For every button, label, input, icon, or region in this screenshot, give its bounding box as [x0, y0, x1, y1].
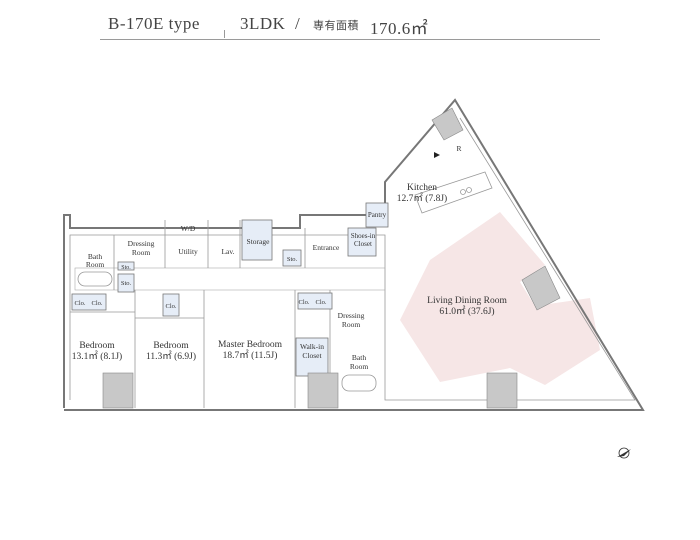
entry-arrow-icon — [434, 152, 440, 158]
storage-closet — [241, 219, 273, 261]
header-rule — [100, 39, 600, 40]
clo-pair-1 — [71, 293, 107, 311]
bedroom-area: 11.3㎡ (6.9J) — [146, 351, 196, 362]
column — [521, 265, 561, 311]
header-separator: / — [295, 14, 301, 33]
north-arrow-icon — [617, 447, 631, 459]
corridor — [74, 267, 386, 291]
kitchen-area: 12.7㎡ (7.8J) — [397, 193, 447, 204]
bathtub-icon — [77, 271, 113, 287]
shoes-in-closet — [347, 227, 377, 257]
walk-in-closet-label: Walk-in — [300, 342, 324, 351]
sto-closet — [282, 249, 302, 267]
column — [486, 372, 518, 409]
sto-label: Sto. — [121, 280, 132, 287]
column — [431, 107, 464, 141]
closet-label: Clo. — [74, 300, 85, 307]
entrance-label: Entrance — [313, 243, 340, 252]
column — [307, 372, 339, 409]
closet-label: Clo. — [298, 299, 309, 306]
closet-label: Clo. — [91, 300, 102, 307]
refrigerator-label: R — [456, 144, 461, 153]
bedroom-label: Bedroom — [79, 341, 115, 351]
storage-label: Storage — [247, 237, 271, 246]
area-value: 170.6㎡ — [370, 19, 429, 38]
bath-room-label: Bath — [88, 252, 102, 261]
bedroom-area: 13.1㎡ (8.1J) — [72, 351, 122, 362]
bath-room-label: Bath — [352, 353, 366, 362]
walk-in-closet-label: Closet — [302, 351, 322, 360]
lav-label: Lav. — [221, 247, 234, 256]
dressing-room-label: Room — [132, 248, 151, 257]
clo-pair-2 — [297, 292, 333, 310]
closet-label: Clo. — [315, 299, 326, 306]
column — [102, 372, 134, 409]
kitchen-label: Kitchen — [407, 183, 437, 193]
stove-burner-icon — [460, 189, 466, 195]
master-bedroom-area: 18.7㎡ (11.5J) — [223, 350, 278, 361]
dressing-room-label: Dressing — [338, 311, 365, 320]
living-dining-label: Living Dining Room — [427, 296, 507, 306]
walk-in-closet — [295, 337, 329, 377]
dressing-room-label: Room — [342, 320, 361, 329]
bath-room-label: Room — [86, 260, 105, 269]
outer-wall-inner — [69, 117, 636, 401]
shoes-in-closet-label: Closet — [354, 240, 372, 248]
sto-small — [117, 261, 135, 271]
sto-label: Sto. — [121, 265, 131, 271]
master-bedroom-label: Master Bedroom — [218, 340, 283, 350]
shoes-in-closet-label: Shoes-in — [351, 232, 376, 240]
pantry — [365, 202, 389, 228]
closet-label: Clo. — [165, 303, 176, 310]
area-label: 専有面積 — [313, 20, 359, 32]
header-divider-tick — [224, 30, 225, 38]
utility-label: Utility — [178, 247, 198, 256]
living-dining-area: 61.0㎡ (37.6J) — [439, 306, 494, 317]
type-name: B-170E type — [108, 14, 200, 33]
bathtub-icon — [341, 374, 377, 392]
sto-label: Sto. — [287, 256, 298, 263]
living-dining-zone — [400, 212, 600, 385]
kitchen-counter — [414, 171, 493, 214]
pantry-label: Pantry — [368, 211, 387, 219]
clo-closet — [162, 293, 180, 317]
wd-label: W/D — [181, 224, 196, 233]
layout-type: 3LDK — [240, 14, 286, 33]
bedroom-label: Bedroom — [153, 341, 189, 351]
dressing-room-label: Dressing — [128, 239, 155, 248]
stove-burner-icon — [466, 187, 472, 193]
outer-wall — [63, 98, 645, 411]
sto-closet-2 — [117, 273, 135, 293]
bath-room-label: Room — [350, 362, 369, 371]
